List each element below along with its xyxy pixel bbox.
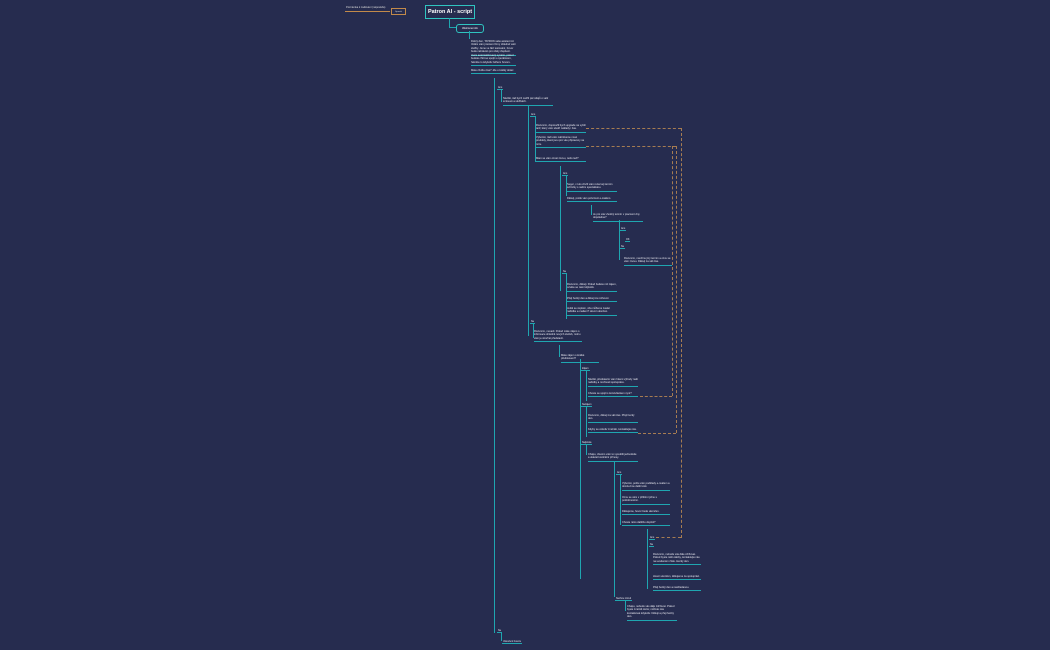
note-label: Poznámka k zadávání (nápověda) bbox=[346, 6, 386, 9]
branch-sub-ano2[interactable]: Ano bbox=[562, 172, 569, 176]
answer-2b: Děkuji, pošlu vám potvrzení e-mailem. bbox=[567, 197, 617, 203]
no-2c: Ještě se zeptám, zda můžeme zaslat nabíd… bbox=[567, 307, 617, 316]
ne-c-2: Hovor ukončen, děkujeme za spolupráci. bbox=[653, 575, 701, 581]
nejistota-ano-2: Ozvu se vám v příštím týdnu s podrobnost… bbox=[622, 496, 670, 505]
no-1: Rozumím, nevadí. Pokud máte zájem o info… bbox=[534, 330, 582, 343]
option-ne-c[interactable]: Ne bbox=[649, 543, 655, 547]
branch-end-ne[interactable]: Ne bbox=[497, 629, 503, 633]
end-node[interactable]: Ukončení hovoru bbox=[502, 640, 523, 644]
branch-ano[interactable]: Ano bbox=[497, 86, 504, 90]
ne-c-3: Přeji hezký den a nashledanou. bbox=[653, 586, 701, 592]
branch-ano3[interactable]: Ano bbox=[620, 227, 627, 231]
branch-sub-ne[interactable]: Ne bbox=[530, 320, 536, 324]
answer-1b: Výborně, rádi vám nabídneme nové produkt… bbox=[536, 136, 586, 149]
intro-2: Jsem automatizovaný systém, pokud budete… bbox=[471, 54, 516, 67]
answer-2a: Super, v tuto chvíli vám rezervuji termí… bbox=[567, 183, 617, 192]
answer-4: Rozumím, navrhnu jiný termín a ozvu se v… bbox=[624, 257, 672, 266]
branch-sub-ano[interactable]: Ano bbox=[530, 113, 537, 117]
nezajem-2: Kdyby se cokoliv změnilo, kontaktujte ná… bbox=[588, 428, 638, 434]
answer-1a: Rozumím, doporučil bych upgrade na vyšší… bbox=[536, 124, 586, 133]
diagram-title[interactable]: Patron AI - script bbox=[425, 5, 475, 19]
branch-ne3[interactable]: Ne bbox=[620, 245, 626, 249]
no-2b: Přeji hezký den a děkuji za rozhovor. bbox=[567, 297, 617, 303]
nejistota-ano-3: Děkujeme, hovor bude ukončen. bbox=[622, 510, 670, 516]
zajem-1: Skvělé, představím vám hlavní výhody naš… bbox=[588, 378, 638, 387]
zajem-2: Chcete se spojit s konzultantem nyní? bbox=[588, 392, 638, 398]
nejistota-ano-4: Chcete něco dalšího doplnit? bbox=[622, 521, 670, 527]
option-nejistota[interactable]: Nejistota bbox=[581, 441, 593, 445]
no-2a: Rozumím, děkuji. Pokud budete mít zájem,… bbox=[567, 283, 617, 292]
option-ano-b[interactable]: Ano bbox=[649, 536, 656, 540]
note-connector bbox=[345, 11, 390, 12]
option-zajem[interactable]: Zájem bbox=[581, 367, 590, 371]
option-nejistota-ano[interactable]: Ano bbox=[616, 471, 623, 475]
ok-node[interactable]: OK bbox=[625, 238, 631, 242]
start-node[interactable]: Welcome info bbox=[456, 24, 484, 33]
branch-sub-ne2[interactable]: Ne bbox=[562, 270, 568, 274]
nejistota-1: Chápu, zkusím vám to vysvětlit jednoduše… bbox=[588, 453, 638, 462]
option-nechce-mluvit[interactable]: Nechce mluvit bbox=[615, 597, 633, 601]
answer-3: Je pro vás vhodný termín v pracovní dny … bbox=[593, 213, 643, 222]
option-nezajem[interactable]: Nezájem bbox=[581, 403, 593, 407]
ne-c-1: Rozumím, nebudu vás dále zdržovat. Pokud… bbox=[653, 553, 701, 566]
note-tag[interactable]: Spustit bbox=[391, 8, 406, 15]
nezajem-1: Rozumím, děkuji za váš čas. Přeji hezký … bbox=[588, 414, 638, 423]
question-1: Skvělé, rád bych ověřil pár údajů o vaší… bbox=[503, 97, 553, 106]
answer-1c: Mám se vám ozvat znovu, nebo teď? bbox=[536, 157, 586, 163]
intro-3: Máte chvilku čas? Jde o krátký dotaz. bbox=[471, 69, 516, 75]
nechce-mluvit-1: Chápu, nebudu vás dále zdržovat. Pokud b… bbox=[627, 605, 677, 621]
nejistota-ano-1: Výborně, pošlu vám podklady e-mailem a d… bbox=[622, 482, 670, 491]
intro-1: Dobrý den, TATRON vaše asistent AI. Volá… bbox=[471, 40, 516, 56]
